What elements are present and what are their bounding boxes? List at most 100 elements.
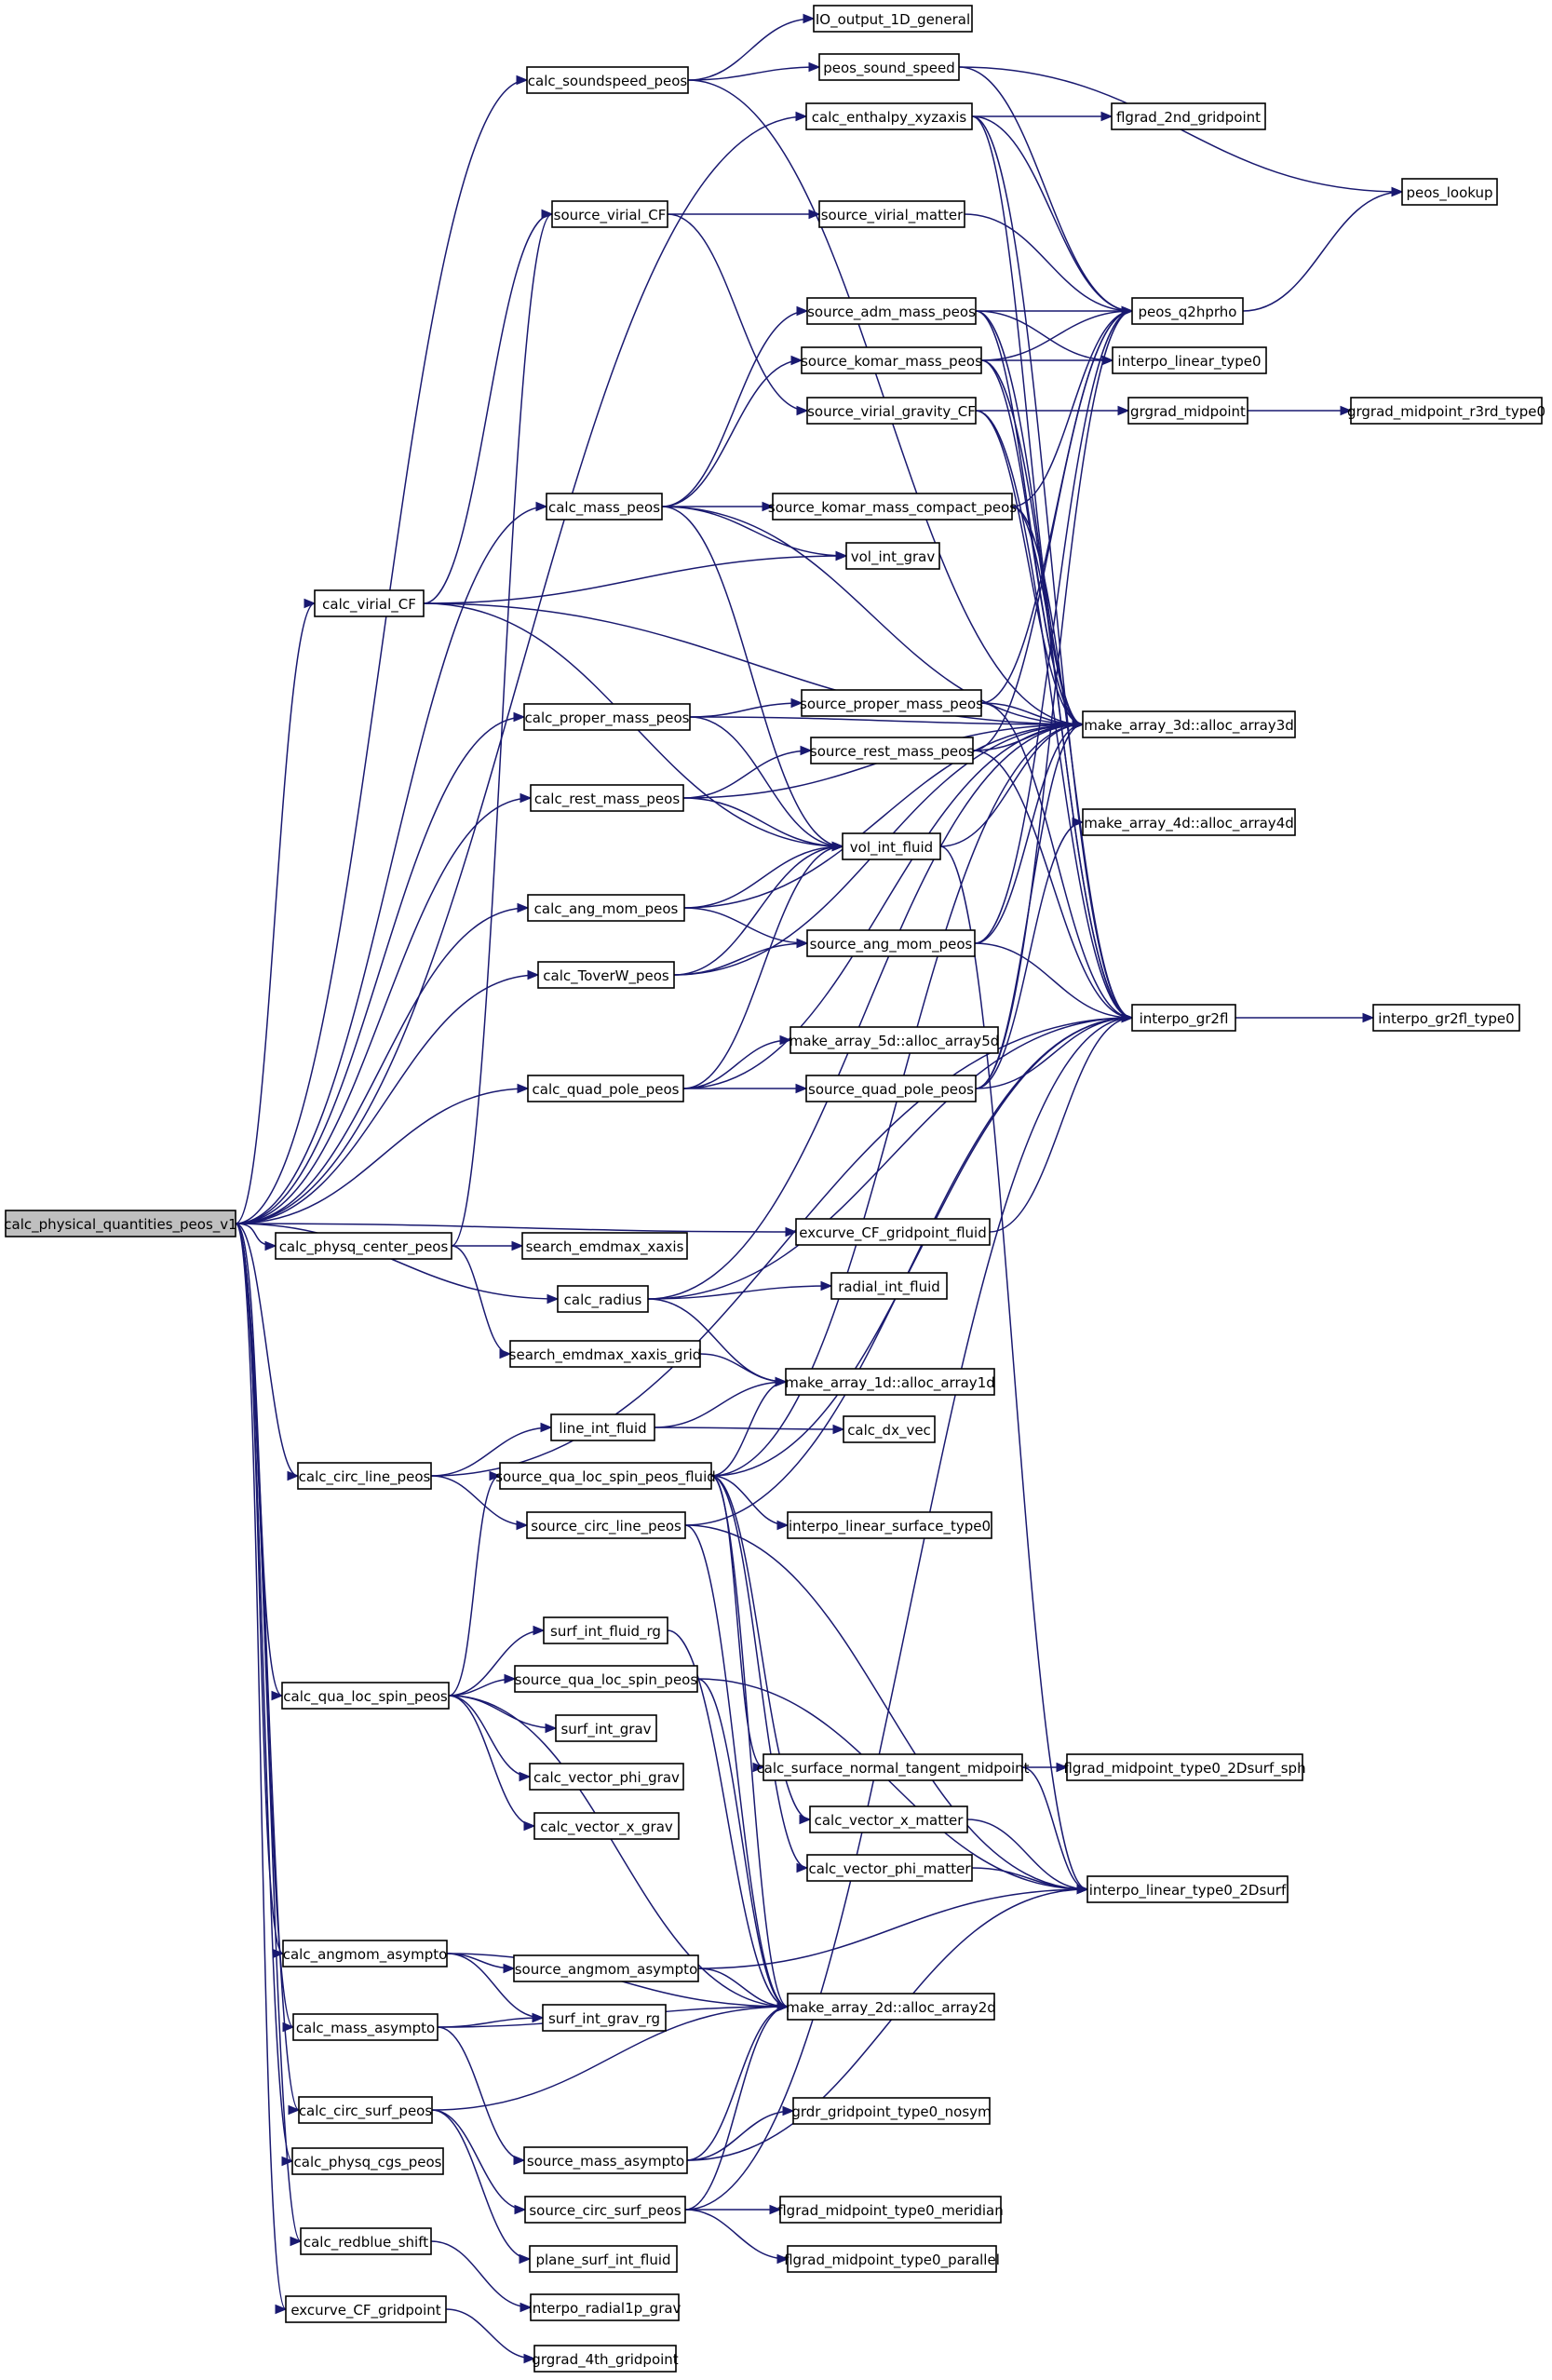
node-label: calc_physq_center_peos [279, 1238, 449, 1256]
node-grgrad-midpoint-r3rd-type0[interactable]: grgrad_midpoint_r3rd_type0 [1347, 397, 1545, 425]
node-source-circ-line-peos[interactable]: source_circ_line_peos [526, 1511, 686, 1539]
node-calc-virial-cf[interactable]: calc_virial_CF [314, 589, 425, 617]
node-grdr-gridpoint-type0-nosym[interactable]: grdr_gridpoint_type0_nosym [791, 2097, 992, 2125]
node-source-quad-pole-peos[interactable]: source_quad_pole_peos [805, 1075, 977, 1102]
node-grgrad-4th-gridpoint[interactable]: grgrad_4th_gridpoint [532, 2345, 679, 2373]
node-interpo-linear-surface-type0[interactable]: interpo_linear_surface_type0 [787, 1511, 992, 1539]
node-source-circ-surf-peos[interactable]: source_circ_surf_peos [524, 2196, 686, 2224]
node-make-array-2d-alloc-array2d[interactable]: make_array_2d::alloc_array2d [786, 1993, 996, 2021]
node-source-komar-mass-compact-peos[interactable]: source_komar_mass_compact_peos [768, 493, 1017, 521]
node-calc-proper-mass-peos[interactable]: calc_proper_mass_peos [523, 703, 691, 731]
arrowhead [790, 697, 803, 709]
node-grgrad-midpoint[interactable]: grgrad_midpoint [1127, 397, 1248, 425]
node-source-adm-mass-peos[interactable]: source_adm_mass_peos [806, 297, 977, 325]
node-calc-vector-phi-matter[interactable]: calc_vector_phi_matter [806, 1854, 973, 1882]
node-source-virial-gravity-cf[interactable]: source_virial_gravity_CF [806, 397, 977, 425]
node-calc-vector-x-grav[interactable]: calc_vector_x_grav [533, 1812, 680, 1840]
node-source-angmom-asympto[interactable]: source_angmom_asympto [513, 1954, 699, 1982]
node-box [806, 397, 977, 425]
edge-source-circ-line-peos-to-interpo-linear-type0-2dsurf [684, 1524, 1088, 1890]
node-label: source_qua_loc_spin_peos_fluid [495, 1468, 716, 1486]
node-make-array-5d-alloc-array5d[interactable]: make_array_5d::alloc_array5d [789, 1026, 1000, 1054]
node-calc-soundspeed-peos[interactable]: calc_soundspeed_peos [526, 66, 689, 94]
node-calc-circ-surf-peos[interactable]: calc_circ_surf_peos [298, 2096, 433, 2124]
node-peos-lookup[interactable]: peos_lookup [1401, 178, 1498, 206]
edge-calc-physical-quantities-peos-v1-to-calc-redblue-shift [235, 1223, 302, 2242]
node-calc-ang-mom-peos[interactable]: calc_ang_mom_peos [527, 894, 685, 922]
node-make-array-1d-alloc-array1d[interactable]: make_array_1d::alloc_array1d [785, 1368, 995, 1396]
node-calc-qua-loc-spin-peos[interactable]: calc_qua_loc_spin_peos [281, 1682, 450, 1710]
node-flgrad-midpoint-type0-2dsurf-sph[interactable]: flgrad_midpoint_type0_2Dsurf_sph [1063, 1753, 1306, 1781]
node-surf-int-grav[interactable]: surf_int_grav [555, 1714, 657, 1742]
node-search-emdmax-xaxis-grid[interactable]: search_emdmax_xaxis_grid [509, 1340, 702, 1368]
node-calc-toverw-peos[interactable]: calc_ToverW_peos [537, 961, 675, 989]
node-source-virial-matter[interactable]: source_virial_matter [818, 200, 965, 228]
node-source-mass-asympto[interactable]: source_mass_asympto [523, 2146, 688, 2174]
node-calc-circ-line-peos[interactable]: calc_circ_line_peos [297, 1462, 432, 1490]
node-calc-quad-pole-peos[interactable]: calc_quad_pole_peos [527, 1075, 684, 1102]
node-surf-int-fluid-rg[interactable]: surf_int_fluid_rg [543, 1616, 668, 1644]
node-vol-int-fluid[interactable]: vol_int_fluid [842, 832, 941, 860]
node-calc-vector-x-matter[interactable]: calc_vector_x_matter [809, 1805, 968, 1833]
node-calc-redblue-shift[interactable]: calc_redblue_shift [300, 2227, 432, 2255]
node-source-qua-loc-spin-peos-fluid[interactable]: source_qua_loc_spin_peos_fluid [495, 1462, 716, 1490]
node-interpo-linear-type0[interactable]: interpo_linear_type0 [1112, 346, 1267, 374]
arrowhead [769, 2204, 782, 2215]
node-box [550, 1413, 655, 1441]
edge-source-virial-cf-to-source-virial-gravity-cf [667, 213, 808, 412]
node-source-rest-mass-peos[interactable]: source_rest_mass_peos [810, 737, 974, 764]
arrowhead [1072, 719, 1085, 730]
node-source-komar-mass-peos[interactable]: source_komar_mass_peos [801, 346, 982, 374]
node-box [779, 2196, 1002, 2224]
node-flgrad-2nd-gridpoint[interactable]: flgrad_2nd_gridpoint [1111, 102, 1266, 130]
node-calc-enthalpy-xyzaxis[interactable]: calc_enthalpy_xyzaxis [805, 102, 973, 130]
node-source-proper-mass-peos[interactable]: source_proper_mass_peos [800, 689, 983, 717]
node-interpo-linear-type0-2dsurf[interactable]: interpo_linear_type0_2Dsurf [1086, 1875, 1289, 1903]
node-flgrad-midpoint-type0-meridian[interactable]: flgrad_midpoint_type0_meridian [777, 2196, 1004, 2224]
node-label: search_emdmax_xaxis [526, 1238, 684, 1256]
arrowhead [520, 792, 533, 804]
arrowhead [776, 2001, 789, 2012]
node-box [526, 1511, 686, 1539]
node-interpo-radial1p-grav[interactable]: interpo_radial1p_grav [529, 2293, 682, 2321]
node-interpo-gr2fl[interactable]: interpo_gr2fl [1131, 1004, 1236, 1032]
node-box [524, 2196, 686, 2224]
node-search-emdmax-xaxis[interactable]: search_emdmax_xaxis [521, 1232, 688, 1260]
node-calc-radius[interactable]: calc_radius [557, 1285, 649, 1313]
node-source-qua-loc-spin-peos[interactable]: source_qua_loc_spin_peos [514, 1665, 698, 1693]
node-make-array-4d-alloc-array4d[interactable]: make_array_4d::alloc_array4d [1082, 808, 1296, 836]
node-calc-physical-quantities-peos-v1[interactable]: calc_physical_quantities_peos_v1 [4, 1210, 237, 1237]
node-calc-mass-asympto[interactable]: calc_mass_asympto [292, 2013, 439, 2041]
node-source-ang-mom-peos[interactable]: source_ang_mom_peos [806, 929, 976, 957]
node-peos-sound-speed[interactable]: peos_sound_speed [818, 53, 960, 81]
arrowhead [800, 745, 813, 756]
edge-calc-physical-quantities-peos-v1-to-calc-virial-cf [235, 602, 316, 1224]
node-source-virial-cf[interactable]: source_virial_CF [551, 200, 668, 228]
node-calc-mass-peos[interactable]: calc_mass_peos [546, 493, 663, 521]
node-calc-vector-phi-grav[interactable]: calc_vector_phi_grav [529, 1763, 684, 1791]
node-vol-int-grav[interactable]: vol_int_grav [845, 542, 940, 570]
node-plane-surf-int-fluid[interactable]: plane_surf_int_fluid [529, 2245, 678, 2273]
node-make-array-3d-alloc-array3d[interactable]: make_array_3d::alloc_array3d [1082, 710, 1296, 738]
node-line-int-fluid[interactable]: line_int_fluid [550, 1413, 655, 1441]
node-peos-q2hprho[interactable]: peos_q2hprho [1131, 297, 1244, 325]
node-io-output-1d-general[interactable]: IO_output_1D_general [813, 5, 973, 33]
node-radial-int-fluid[interactable]: radial_int_fluid [830, 1272, 948, 1300]
node-calc-dx-vec[interactable]: calc_dx_vec [843, 1415, 936, 1443]
node-flgrad-midpoint-type0-parallel[interactable]: flgrad_midpoint_type0_parallel [784, 2245, 1000, 2273]
node-calc-physq-cgs-peos[interactable]: calc_physq_cgs_peos [291, 2147, 444, 2175]
node-calc-rest-mass-peos[interactable]: calc_rest_mass_peos [530, 784, 684, 812]
node-excurve-cf-gridpoint-fluid[interactable]: excurve_CF_gridpoint_fluid [795, 1218, 991, 1246]
node-interpo-gr2fl-type0[interactable]: interpo_gr2fl_type0 [1372, 1004, 1520, 1032]
node-excurve-cf-gridpoint[interactable]: excurve_CF_gridpoint [285, 2295, 447, 2323]
edge-calc-qua-loc-spin-peos-to-make-array-2d-alloc-array2d [448, 1695, 789, 2008]
node-calc-angmom-asympto[interactable]: calc_angmom_asympto [282, 1940, 448, 1968]
node-calc-surface-normal-tangent-midpoint[interactable]: calc_surface_normal_tangent_midpoint [756, 1753, 1030, 1781]
node-label: make_array_1d::alloc_array1d [785, 1374, 995, 1392]
node-calc-physq-center-peos[interactable]: calc_physq_center_peos [275, 1232, 452, 1260]
node-label: vol_int_fluid [850, 839, 933, 857]
node-label: calc_vector_phi_grav [533, 1769, 680, 1787]
node-surf-int-grav-rg[interactable]: surf_int_grav_rg [542, 2004, 667, 2032]
node-label: flgrad_2nd_gridpoint [1116, 109, 1261, 127]
